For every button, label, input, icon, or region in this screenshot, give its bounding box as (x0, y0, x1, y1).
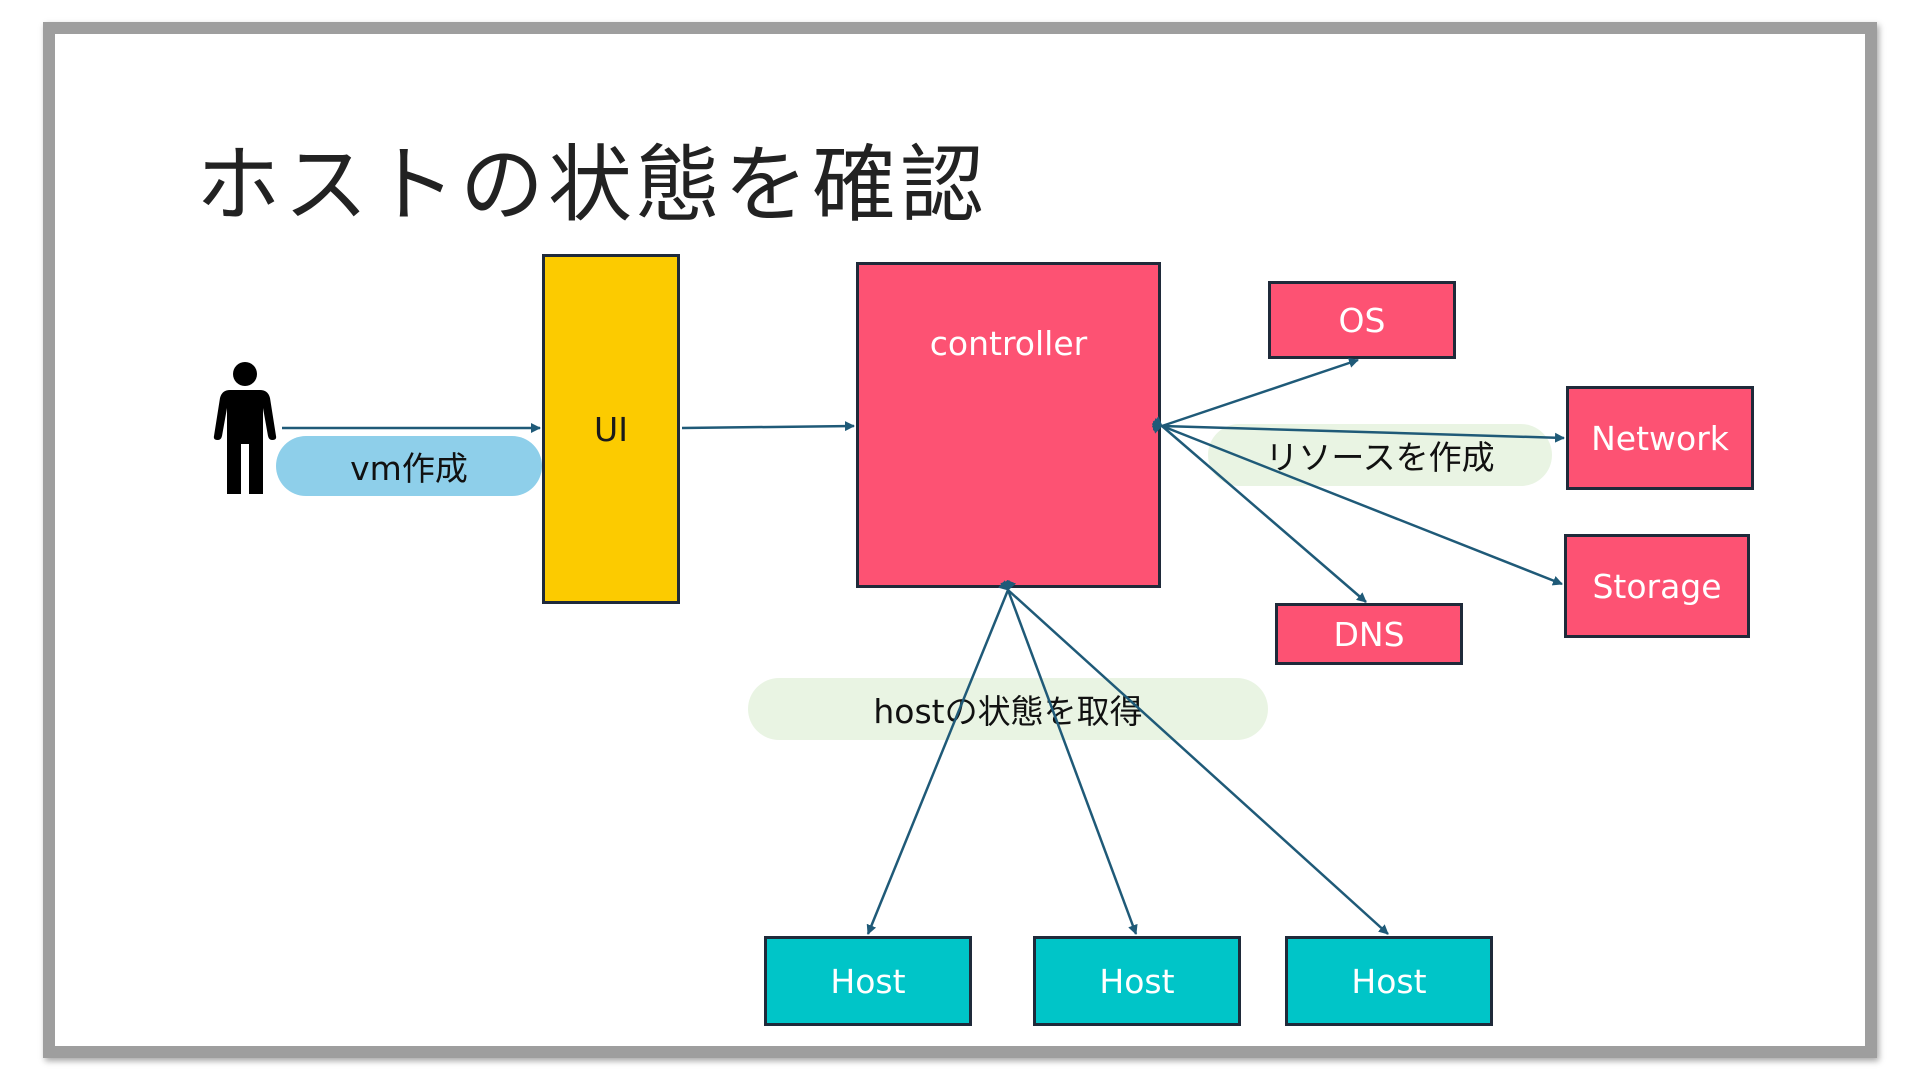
storage-box[interactable]: Storage (1564, 534, 1750, 638)
host-state-label: hostの状態を取得 (748, 678, 1268, 740)
resource-create-label: リソースを作成 (1208, 424, 1552, 486)
dns-box[interactable]: DNS (1275, 603, 1463, 665)
vm-create-label: vm作成 (276, 436, 542, 496)
slide-title: ホストの状態を確認 (196, 136, 989, 234)
network-box[interactable]: Network (1566, 386, 1754, 490)
host-box-2[interactable]: Host (1033, 936, 1241, 1026)
host-box-3[interactable]: Host (1285, 936, 1493, 1026)
person-icon (213, 362, 277, 494)
host-box-1[interactable]: Host (764, 936, 972, 1026)
ui-box[interactable]: UI (542, 254, 680, 604)
os-box[interactable]: OS (1268, 281, 1456, 359)
controller-box[interactable]: controller (856, 262, 1161, 588)
